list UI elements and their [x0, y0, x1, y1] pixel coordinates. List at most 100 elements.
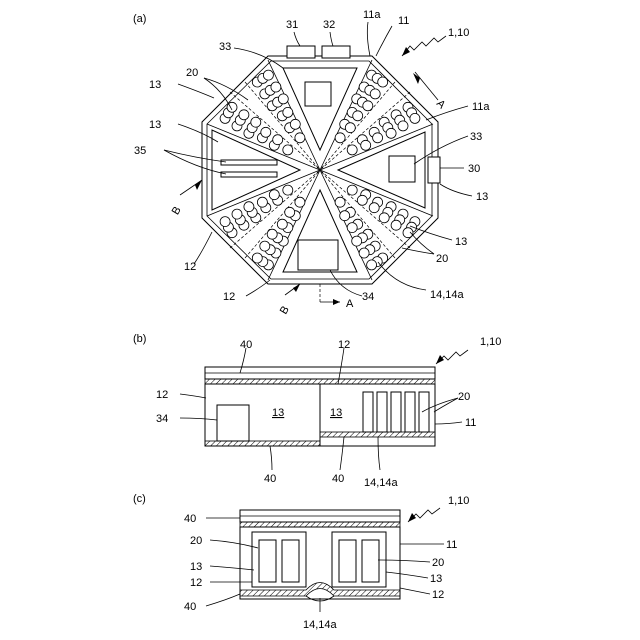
label-33-left: 33: [219, 41, 231, 53]
cell-circle: [269, 190, 279, 200]
label-14-14a-a: 14,14a: [430, 289, 465, 301]
reference-squiggle: [402, 36, 446, 56]
cell-circle: [283, 145, 293, 155]
cell-circle: [232, 209, 242, 219]
label-12-left-c: 12: [190, 577, 202, 589]
cell-circle: [410, 113, 420, 123]
part-30: [428, 157, 440, 183]
label-40-bottom1-b: 40: [264, 473, 276, 485]
cell-circle: [271, 82, 281, 92]
cell-circle: [335, 133, 345, 143]
label-13-right: 13: [476, 191, 488, 203]
label-1-10-c: 1,10: [448, 495, 469, 507]
label-14-14a-c: 14,14a: [303, 619, 338, 631]
cell-circle: [347, 223, 357, 233]
cell-circle: [278, 94, 288, 104]
label-11: 11: [398, 15, 409, 27]
section-b-left-label: B: [170, 205, 184, 217]
label-13-b: 13: [149, 119, 161, 131]
cell-circle: [357, 195, 367, 205]
label-33-right: 33: [470, 131, 482, 143]
cell-circle: [370, 89, 380, 99]
cell-circle: [373, 133, 383, 143]
leaders-c: [206, 518, 444, 612]
label-40-top-c: 40: [184, 513, 196, 525]
cell-circle: [386, 128, 396, 138]
cell-circle: [369, 203, 379, 213]
label-13-right-c: 13: [430, 573, 442, 585]
component-34-b: [217, 405, 249, 441]
label-12-bottom: 12: [223, 291, 235, 303]
cell-circle: [340, 211, 350, 221]
cell-circle: [261, 127, 271, 137]
cell-20: [363, 392, 373, 432]
part-31: [287, 46, 315, 58]
label-30: 30: [468, 163, 480, 175]
cell-circle: [347, 185, 357, 195]
cell-20: [362, 540, 379, 582]
panel-a-label: (a): [133, 13, 146, 25]
label-12-right-c: 12: [432, 589, 444, 601]
cell-circle: [251, 117, 261, 127]
label-20-b: 20: [458, 391, 470, 403]
cell-circle: [295, 133, 305, 143]
section-b-bottom-label: B: [278, 304, 292, 316]
panel-c-label: (c): [133, 493, 146, 505]
label-34: 34: [362, 291, 374, 303]
label-32: 32: [323, 19, 335, 31]
cell-circle: [283, 107, 293, 117]
hatched-bottom-left: [205, 441, 320, 446]
cell-20: [391, 392, 401, 432]
cell-circle: [267, 229, 277, 239]
label-40-bottom-c: 40: [184, 601, 196, 613]
label-11a-right: 11a: [472, 101, 490, 113]
hatched-layer-top-c: [240, 522, 400, 527]
component-33-right: [389, 156, 415, 182]
label-1-10-a: 1,10: [448, 27, 469, 39]
cell-circle: [363, 101, 373, 111]
cell-circle: [345, 123, 355, 133]
part-32: [322, 46, 350, 58]
cell-circle: [285, 207, 295, 217]
label-20-right: 20: [436, 253, 448, 265]
cell-circle: [220, 217, 230, 227]
label-35: 35: [134, 145, 146, 157]
cells-20-b: [363, 392, 429, 432]
cell-circle: [379, 213, 389, 223]
cell-20: [377, 392, 387, 432]
label-40-top-b: 40: [240, 339, 252, 351]
label-13-left-c: 13: [190, 561, 202, 573]
cell-circle: [252, 253, 262, 263]
cell-circle: [367, 260, 377, 270]
label-11-c: 11: [446, 539, 457, 551]
label-34-b: 34: [156, 413, 168, 425]
cell-circle: [335, 197, 345, 207]
cell-20: [259, 540, 276, 582]
label-20-left-c: 20: [190, 535, 202, 547]
label-12-left: 12: [184, 261, 196, 273]
cell-circle: [290, 119, 300, 129]
cell-circle: [244, 202, 254, 212]
cell-20: [282, 540, 299, 582]
cell-circle: [353, 111, 363, 121]
cell-circle: [273, 135, 283, 145]
label-14-14a-b: 14,14a: [364, 477, 399, 489]
part-35-b: [221, 172, 277, 177]
cell-20: [405, 392, 415, 432]
cell-circle: [359, 248, 369, 258]
cell-circle: [263, 70, 273, 80]
part-35-a: [221, 160, 277, 165]
cell-circle: [260, 241, 270, 251]
cell-circle: [361, 140, 371, 150]
left-chamber: [212, 130, 300, 210]
label-31: 31: [286, 19, 298, 31]
label-11a-top: 11a: [363, 9, 381, 21]
label-13-mid1-b: 13: [272, 407, 284, 419]
cell-circle: [378, 77, 388, 87]
section-a-bottom-label: A: [346, 298, 354, 310]
cell-circle: [403, 228, 413, 238]
section-a-top-label: A: [434, 98, 448, 112]
label-13-mid2-b: 13: [330, 407, 342, 419]
panel-b-label: (b): [133, 333, 146, 345]
